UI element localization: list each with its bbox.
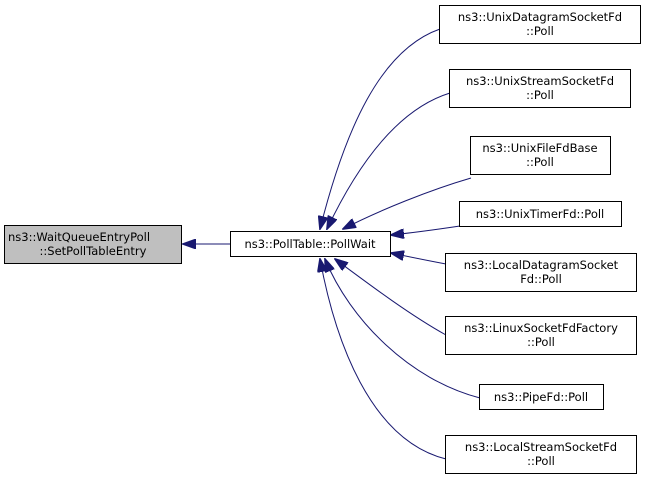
node-box (479, 384, 604, 410)
node-box (4, 225, 182, 264)
node-unixstreamsocketfd-poll[interactable]: ns3::UnixStreamSocketFd ::Poll (449, 69, 631, 108)
node-box (445, 316, 637, 355)
node-unixdatagramsocketfd-poll[interactable]: ns3::UnixDatagramSocketFd ::Poll (439, 5, 641, 44)
node-label-line: ns3::UnixDatagramSocketFd (458, 10, 622, 24)
edge-localstream-to-pollwait (320, 259, 447, 460)
node-label-line: ::Poll (527, 454, 555, 468)
edge-unixfile-to-pollwait (343, 177, 472, 229)
node-box (449, 69, 631, 108)
node-label-line: ns3::UnixStreamSocketFd (466, 74, 614, 88)
node-linuxsocketfdfactory-poll[interactable]: ns3::LinuxSocketFdFactory ::Poll (445, 316, 637, 355)
node-label-line: ns3::UnixFileFdBase (482, 141, 597, 155)
node-box (230, 231, 391, 257)
node-localdatagramsocketfd-poll[interactable]: ns3::LocalDatagramSocket Fd::Poll (445, 253, 637, 292)
node-label-line: ns3::LocalStreamSocketFd (465, 440, 617, 454)
nodes: ns3::WaitQueueEntryPoll ::SetPollTableEn… (4, 5, 641, 474)
node-pipefd-poll[interactable]: ns3::PipeFd::Poll (479, 384, 604, 410)
edge-linuxfactory-to-pollwait (335, 259, 447, 336)
node-label-line: ::Poll (527, 335, 555, 349)
node-box (459, 201, 622, 227)
node-label-line: ns3::WaitQueueEntryPoll (8, 230, 150, 244)
edge-pipe-to-pollwait (325, 259, 481, 399)
node-label-line: ::Poll (526, 24, 554, 38)
node-label-line: ns3::LinuxSocketFdFactory (464, 321, 618, 335)
node-label-line: ::Poll (526, 155, 554, 169)
node-label-line: ns3::PollTable::PollWait (244, 237, 376, 251)
node-box (445, 253, 637, 292)
edge-unixstream-to-pollwait (327, 92, 451, 229)
node-localstreamsocketfd-poll[interactable]: ns3::LocalStreamSocketFd ::Poll (445, 435, 637, 474)
edges (183, 28, 481, 460)
node-box (445, 435, 637, 474)
node-unixtimerfd-poll[interactable]: ns3::UnixTimerFd::Poll (459, 201, 622, 227)
edge-unixtimer-to-pollwait (391, 225, 461, 235)
edge-unixdatagram-to-pollwait (320, 28, 441, 229)
node-label-line: ::Poll (526, 88, 554, 102)
edge-localdatagram-to-pollwait (391, 253, 447, 265)
node-label-line: ns3::PipeFd::Poll (494, 390, 588, 404)
node-box (439, 5, 641, 44)
node-box (470, 136, 611, 175)
node-label-line: ::SetPollTableEntry (40, 244, 147, 258)
node-label-line: Fd::Poll (520, 272, 562, 286)
node-label-line: ns3::LocalDatagramSocket (464, 258, 619, 272)
node-unixfilefdbase-poll[interactable]: ns3::UnixFileFdBase ::Poll (470, 136, 611, 175)
node-polltable-pollwait[interactable]: ns3::PollTable::PollWait (230, 231, 391, 257)
node-waitqueueentrypoll-setpolltableentry[interactable]: ns3::WaitQueueEntryPoll ::SetPollTableEn… (4, 225, 182, 264)
node-label-line: ns3::UnixTimerFd::Poll (476, 207, 605, 221)
